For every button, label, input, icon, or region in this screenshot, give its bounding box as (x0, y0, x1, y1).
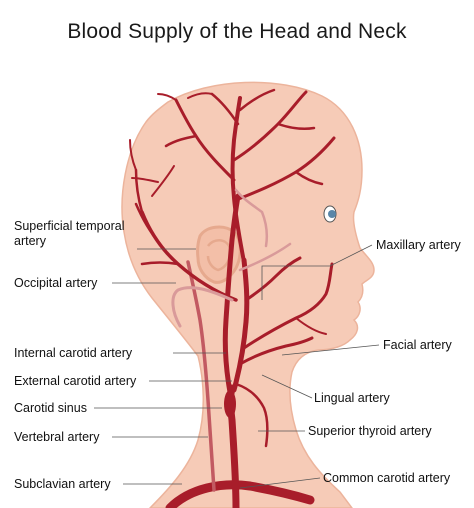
label-internal-carotid-artery: Internal carotid artery (14, 346, 133, 360)
scalp-branches (157, 88, 336, 202)
label-common-carotid-artery: Common carotid artery (323, 471, 451, 485)
label-carotid-sinus: Carotid sinus (14, 401, 87, 415)
superior-thyroid-artery (234, 382, 269, 448)
external-carotid-artery (231, 257, 250, 393)
label-occipital-artery: Occipital artery (14, 276, 98, 290)
upper-light-branch (234, 188, 269, 248)
facial-artery (242, 262, 334, 350)
occipital-branches (129, 139, 238, 302)
label-superior-thyroid-artery: Superior thyroid artery (308, 424, 432, 438)
leader-lines (94, 244, 380, 489)
maxillary-artery (244, 256, 302, 302)
label-lingual-artery: Lingual artery (314, 391, 390, 405)
vertebral-artery (186, 260, 216, 492)
carotid-sinus (224, 390, 236, 418)
label-maxillary-artery: Maxillary artery (376, 238, 461, 252)
superficial-temporal-artery (230, 96, 246, 264)
subclavian-artery (165, 480, 315, 508)
page-title: Blood Supply of the Head and Neck (67, 20, 407, 43)
label-facial-artery: Facial artery (383, 338, 452, 352)
label-vertebral-artery: Vertebral artery (14, 430, 100, 444)
label-superficial-temporal-artery: Superficial temporal artery (14, 219, 125, 248)
iris (328, 210, 336, 218)
transverse-facial-artery (238, 242, 292, 272)
facial-artery-branch (295, 317, 327, 335)
label-subclavian-artery: Subclavian artery (14, 477, 111, 491)
posterior-auricular-artery (171, 286, 234, 328)
label-external-carotid-artery: External carotid artery (14, 374, 137, 388)
lingual-artery (238, 336, 314, 366)
